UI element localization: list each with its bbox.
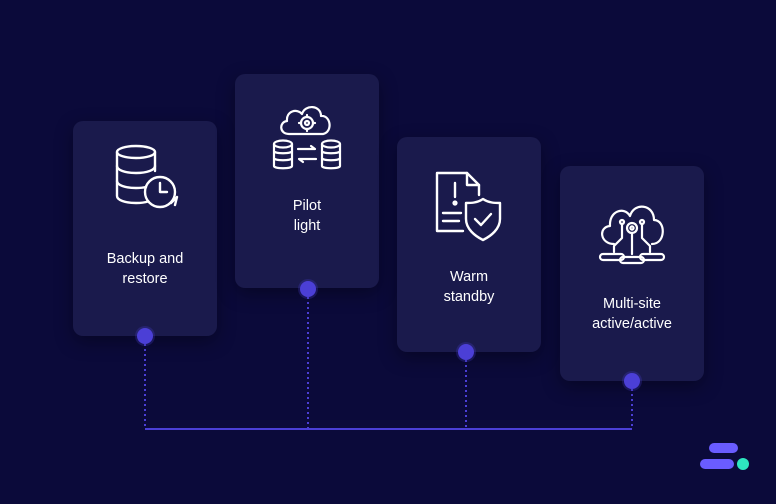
document-shield-icon xyxy=(435,171,502,242)
card-pilot-light: Pilot light xyxy=(235,74,379,288)
connector-dot-warm xyxy=(458,344,474,360)
cloud-network-icon xyxy=(598,205,666,265)
connector-dot-pilot xyxy=(300,281,316,297)
card-multi-site-active-active: Multi-site active/active xyxy=(560,166,704,381)
brand-logo-icon xyxy=(700,443,752,473)
card-label: Warm standby xyxy=(443,269,495,305)
database-backup-icon xyxy=(115,144,179,209)
card-label: Multi-site active/active xyxy=(592,296,672,332)
connector-dot-multisite xyxy=(624,373,640,389)
card-backup-and-restore: Backup and restore xyxy=(73,121,217,336)
card-label: Backup and restore xyxy=(106,251,184,287)
cloud-database-sync-icon xyxy=(272,106,342,170)
connector-dot-backup xyxy=(137,328,153,344)
card-warm-standby: Warm standby xyxy=(397,137,541,352)
card-label: Pilot light xyxy=(292,198,322,234)
